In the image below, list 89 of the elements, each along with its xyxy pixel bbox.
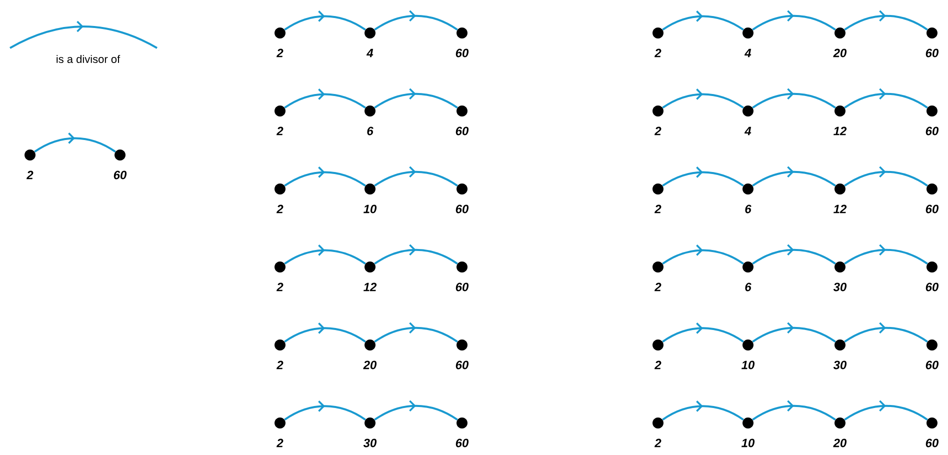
number-label: 12 [834,126,847,136]
number-label: 2 [26,170,34,180]
number-label: 2 [654,438,662,448]
dot [926,339,938,350]
dot [364,339,376,350]
number-label: 2 [654,360,662,370]
number-label: 2 [654,282,662,292]
dot [274,262,286,272]
dot [456,417,468,428]
dot [834,262,846,272]
number-label: 60 [926,204,939,214]
dot [742,339,754,350]
number-label: 30 [833,360,847,370]
dot [364,262,376,272]
dot [456,184,468,194]
number-label: 2 [276,126,284,136]
number-label: 2 [276,48,284,58]
number-label: 60 [456,360,469,370]
dot [834,339,846,350]
dot [742,106,754,116]
number-label: 6 [367,126,374,136]
dot [926,184,938,194]
dot [364,417,376,428]
number-label: 4 [744,126,752,136]
number-label: 30 [363,438,377,448]
dot [274,184,286,194]
number-label: 2 [654,204,662,214]
dot [274,28,286,38]
number-label: 2 [276,360,284,370]
number-label: 20 [833,438,847,448]
number-label: 30 [833,282,847,292]
dot [456,106,468,116]
number-label: 60 [456,126,469,136]
dot [652,417,664,428]
dot [834,417,846,428]
dot [926,417,938,428]
number-label: 6 [745,204,752,214]
dot [456,262,468,272]
number-label: 4 [366,48,374,58]
dot [742,184,754,194]
number-label: 60 [114,170,127,180]
dot [274,106,286,116]
dot [456,28,468,38]
dot [926,262,938,272]
dot [652,28,664,38]
dot [652,106,664,116]
dot [364,106,376,116]
number-label: 12 [364,282,377,292]
dot [834,28,846,38]
number-label: 2 [654,48,662,58]
dot [364,184,376,194]
number-label: 20 [363,360,377,370]
number-label: 4 [744,48,752,58]
dot [456,339,468,350]
dot [652,339,664,350]
dot [274,417,286,428]
dot [364,28,376,38]
number-label: 2 [276,204,284,214]
dot [652,262,664,272]
number-label: 12 [834,204,847,214]
dot [742,417,754,428]
number-label: 60 [926,48,939,58]
number-label: 2 [654,126,662,136]
number-label: 20 [833,48,847,58]
legend-text: is a divisor of [56,54,120,64]
dot [274,339,286,350]
number-label: 10 [742,438,755,448]
dot [926,28,938,38]
number-label: 60 [456,204,469,214]
number-label: 60 [456,438,469,448]
dot [742,28,754,38]
dot [742,262,754,272]
number-label: 2 [276,438,284,448]
dot [114,150,126,160]
number-label: 10 [364,204,377,214]
number-label: 10 [742,360,755,370]
number-label: 60 [456,48,469,58]
dot [652,184,664,194]
dot [24,150,36,160]
number-label: 60 [926,360,939,370]
number-label: 6 [745,282,752,292]
number-label: 2 [276,282,284,292]
number-label: 60 [456,282,469,292]
number-label: 60 [926,126,939,136]
number-label: 60 [926,438,939,448]
dot [926,106,938,116]
dot [834,184,846,194]
number-label: 60 [926,282,939,292]
dot [834,106,846,116]
